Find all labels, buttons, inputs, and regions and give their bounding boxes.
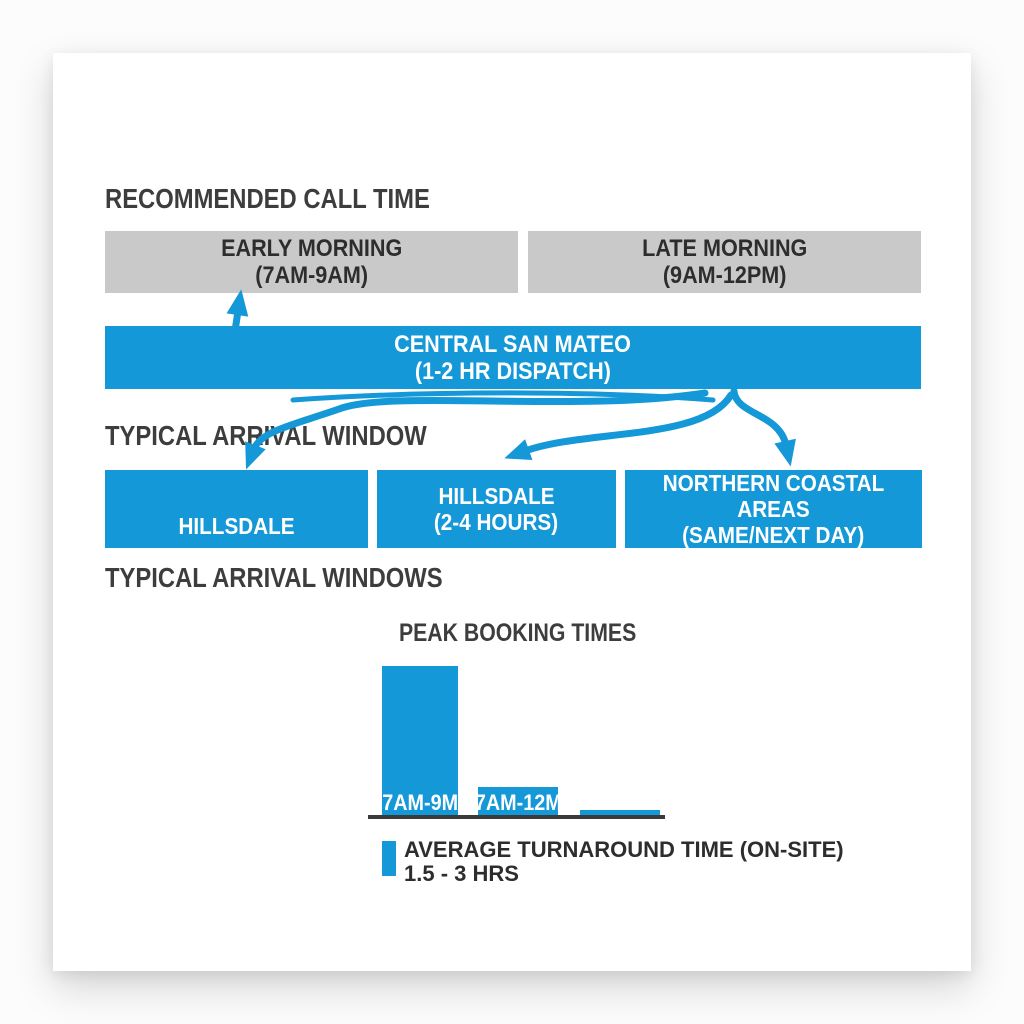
- dispatch-bar-central-san-mateo: CENTRAL SAN MATEO (1-2 HR DISPATCH): [105, 326, 921, 389]
- chart-bar-7am-9m: 7AM-9M: [382, 666, 458, 816]
- slot-name: LATE MORNING: [641, 235, 808, 262]
- dispatch-detail: (1-2 HR DISPATCH): [414, 357, 612, 385]
- slot-name: EARLY MORNING: [220, 235, 403, 262]
- zone-name: NORTHERN COASTAL AREAS: [662, 470, 885, 522]
- swoosh-line: [290, 390, 716, 403]
- call-slot-late-morning: LATE MORNING (9AM-12PM): [528, 231, 921, 293]
- recommended-call-time-heading: RECOMMENDED CALL TIME: [105, 183, 430, 214]
- zone-detail: (SAME/NEXT DAY): [682, 522, 865, 548]
- legend-label: AVERAGE TURNAROUND TIME (ON-SITE): [404, 837, 844, 862]
- chart-bar-label: 7AM-12M: [474, 790, 562, 815]
- slot-range: (7AM-9AM): [255, 262, 368, 289]
- dispatch-name: CENTRAL SAN MATEO: [394, 330, 632, 358]
- zone-detail: (2-4 HOURS): [434, 509, 559, 535]
- call-slot-early-morning: EARLY MORNING (7AM-9AM): [105, 231, 518, 293]
- chart-bar-third: [580, 810, 660, 816]
- legend-value: 1.5 - 3 HRS: [404, 861, 519, 886]
- chart-bar-7am-12m: 7AM-12M: [475, 787, 561, 816]
- arrow-to-zone-3-icon: [730, 387, 796, 467]
- chart-title: PEAK BOOKING TIMES: [399, 619, 637, 647]
- chart-x-axis: [368, 815, 665, 819]
- legend-swatch: [382, 841, 396, 876]
- chart-bar-label: 7AM-9M: [382, 790, 458, 815]
- zone-name: HILLSDALE: [178, 513, 295, 539]
- legend-text: AVERAGE TURNAROUND TIME (ON-SITE) 1.5 - …: [404, 838, 844, 886]
- infographic-card: RECOMMENDED CALL TIME EARLY MORNING (7AM…: [53, 53, 971, 971]
- zone-hillsdale-2-4-hours: HILLSDALE (2-4 HOURS): [377, 470, 616, 548]
- call-time-slots: EARLY MORNING (7AM-9AM) LATE MORNING (9A…: [105, 231, 921, 293]
- arrival-zones: HILLSDALE HILLSDALE (2-4 HOURS) NORTHERN…: [105, 470, 922, 548]
- chart-legend: AVERAGE TURNAROUND TIME (ON-SITE) 1.5 - …: [382, 838, 844, 886]
- typical-arrival-window-heading: TYPICAL ARRIVAL WINDOW: [105, 420, 427, 451]
- zone-northern-coastal-areas: NORTHERN COASTAL AREAS (SAME/NEXT DAY): [625, 470, 922, 548]
- typical-arrival-windows-heading: TYPICAL ARRIVAL WINDOWS: [105, 562, 443, 593]
- zone-name: HILLSDALE: [438, 483, 555, 509]
- arrow-to-zone-2-icon: [504, 391, 735, 461]
- slot-range: (9AM-12PM): [662, 262, 787, 289]
- zone-hillsdale: HILLSDALE: [105, 470, 368, 548]
